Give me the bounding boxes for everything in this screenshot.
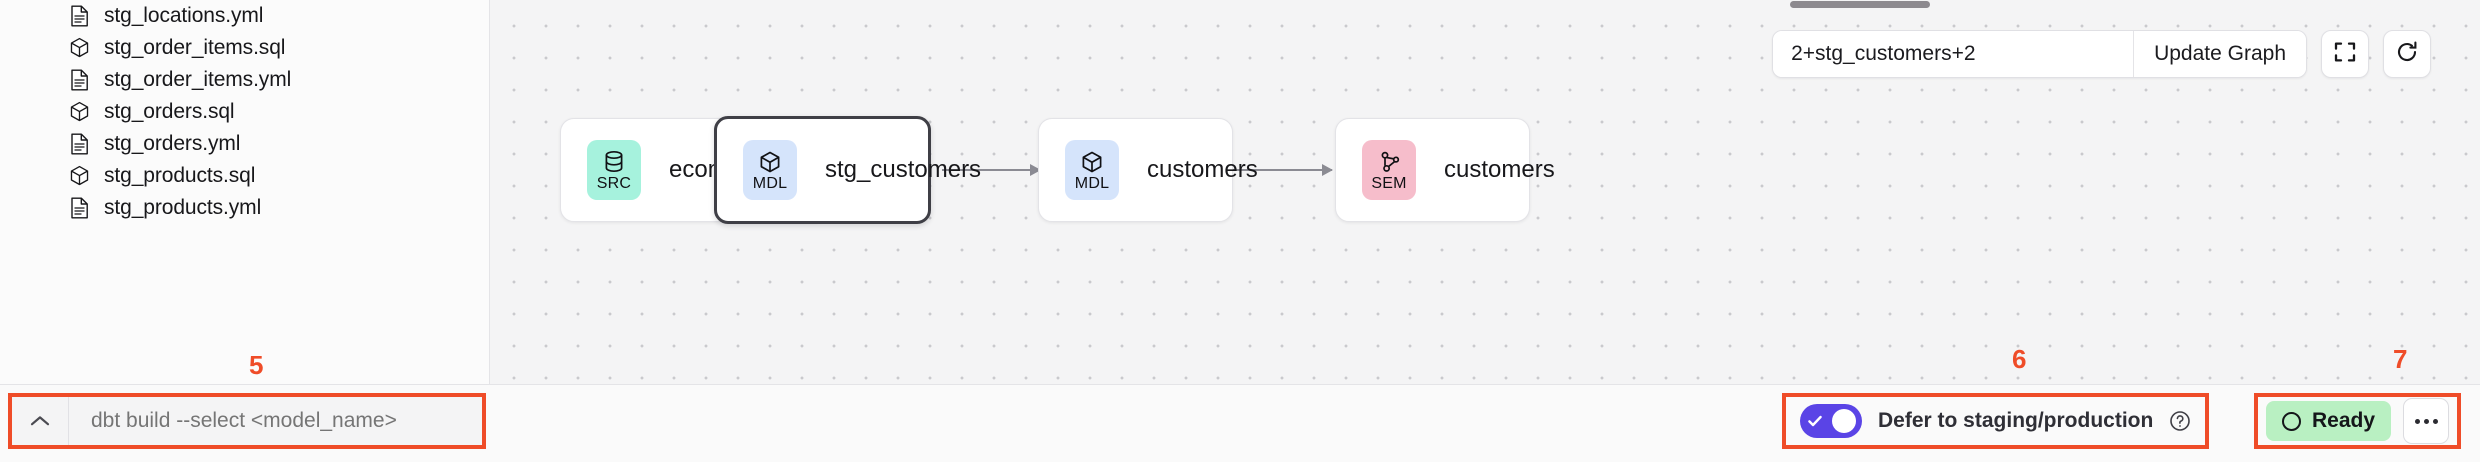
ellipsis-icon: [2414, 418, 2438, 424]
yml-file-icon: [68, 197, 90, 219]
file-name: stg_products.yml: [104, 196, 262, 219]
node-type-label: MDL: [1074, 174, 1110, 192]
graph-selector-input[interactable]: [1773, 31, 2134, 77]
file-name: stg_orders.yml: [104, 132, 241, 155]
node-type-label: MDL: [752, 174, 788, 192]
check-icon: [1808, 415, 1822, 427]
file-explorer-sidebar[interactable]: stg_locations.yml stg_order_items.sql st…: [0, 0, 490, 385]
status-highlight: Ready: [2254, 393, 2462, 449]
cube-icon: [758, 149, 782, 175]
graph-selector-group: Update Graph: [1772, 30, 2307, 78]
yml-file-icon: [68, 133, 90, 155]
arrow-head-icon: [1322, 164, 1333, 176]
node-type-badge: SEM: [1362, 140, 1416, 200]
lineage-graph-canvas[interactable]: Update Graph: [490, 0, 2480, 385]
node-label: customers: [1147, 156, 1258, 183]
graph-edge: [942, 164, 1041, 176]
file-name: stg_orders.sql: [104, 100, 235, 123]
cube-icon: [1080, 149, 1104, 175]
file-list: stg_locations.yml stg_order_items.sql st…: [0, 0, 489, 224]
graph-toolbar: Update Graph: [1772, 30, 2431, 78]
command-input[interactable]: [69, 397, 482, 445]
node-type-label: SRC: [596, 174, 632, 192]
file-list-item[interactable]: stg_orders.yml: [0, 128, 489, 160]
divider: [2133, 31, 2135, 77]
annotation-number-5: 5: [249, 350, 264, 380]
status-label: Ready: [2312, 409, 2376, 432]
horizontal-scrollbar[interactable]: [1790, 1, 1930, 8]
graph-node-semantic[interactable]: SEM customers: [1335, 118, 1555, 222]
defer-label: Defer to staging/production: [1878, 409, 2154, 432]
node-type-badge: MDL: [1065, 140, 1119, 200]
file-list-item[interactable]: stg_orders.sql: [0, 96, 489, 128]
database-icon: [603, 149, 625, 175]
help-circle-icon[interactable]: [2169, 410, 2191, 432]
update-graph-button[interactable]: Update Graph: [2134, 31, 2306, 77]
file-list-item[interactable]: stg_order_items.sql: [0, 32, 489, 64]
node-type-badge: SRC: [587, 140, 641, 200]
node-label: customers: [1444, 156, 1555, 183]
graph-edge: [1232, 164, 1333, 176]
file-list-item[interactable]: stg_products.sql: [0, 160, 489, 192]
fullscreen-icon: [2333, 40, 2357, 69]
node-label: stg_customers: [825, 156, 982, 183]
refresh-button[interactable]: [2383, 30, 2431, 78]
sql-model-icon: [68, 101, 90, 123]
graph-node-selected[interactable]: MDL stg_customers: [714, 116, 981, 224]
semantic-graph-icon: [1377, 149, 1401, 175]
fullscreen-button[interactable]: [2321, 30, 2369, 78]
defer-setting-highlight: Defer to staging/production: [1782, 393, 2210, 449]
status-badge[interactable]: Ready: [2266, 401, 2392, 441]
bottom-status-bar: Defer to staging/production Ready: [0, 384, 2480, 462]
defer-toggle[interactable]: [1800, 404, 1862, 438]
file-name: stg_locations.yml: [104, 4, 264, 27]
file-name: stg_products.sql: [104, 164, 256, 187]
arrow-head-icon: [1030, 164, 1041, 176]
more-options-button[interactable]: [2403, 398, 2450, 444]
file-name: stg_order_items.yml: [104, 68, 292, 91]
graph-node-model[interactable]: MDL customers: [1038, 118, 1258, 222]
annotation-number-6: 6: [2012, 344, 2027, 374]
annotation-number-7: 7: [2393, 344, 2408, 374]
node-type-badge: MDL: [743, 140, 797, 200]
sql-model-icon: [68, 165, 90, 187]
toggle-knob: [1832, 409, 1856, 433]
yml-file-icon: [68, 5, 90, 27]
chevron-up-icon[interactable]: [12, 397, 69, 445]
file-list-item[interactable]: stg_products.yml: [0, 192, 489, 224]
refresh-icon: [2395, 40, 2419, 69]
status-circle-icon: [2282, 411, 2301, 431]
file-name: stg_order_items.sql: [104, 36, 286, 59]
node-type-label: SEM: [1371, 174, 1407, 192]
yml-file-icon: [68, 69, 90, 91]
sql-model-icon: [68, 37, 90, 59]
command-bar-highlight: [8, 393, 486, 449]
file-list-item[interactable]: stg_locations.yml: [0, 0, 489, 32]
file-list-item[interactable]: stg_order_items.yml: [0, 64, 489, 96]
